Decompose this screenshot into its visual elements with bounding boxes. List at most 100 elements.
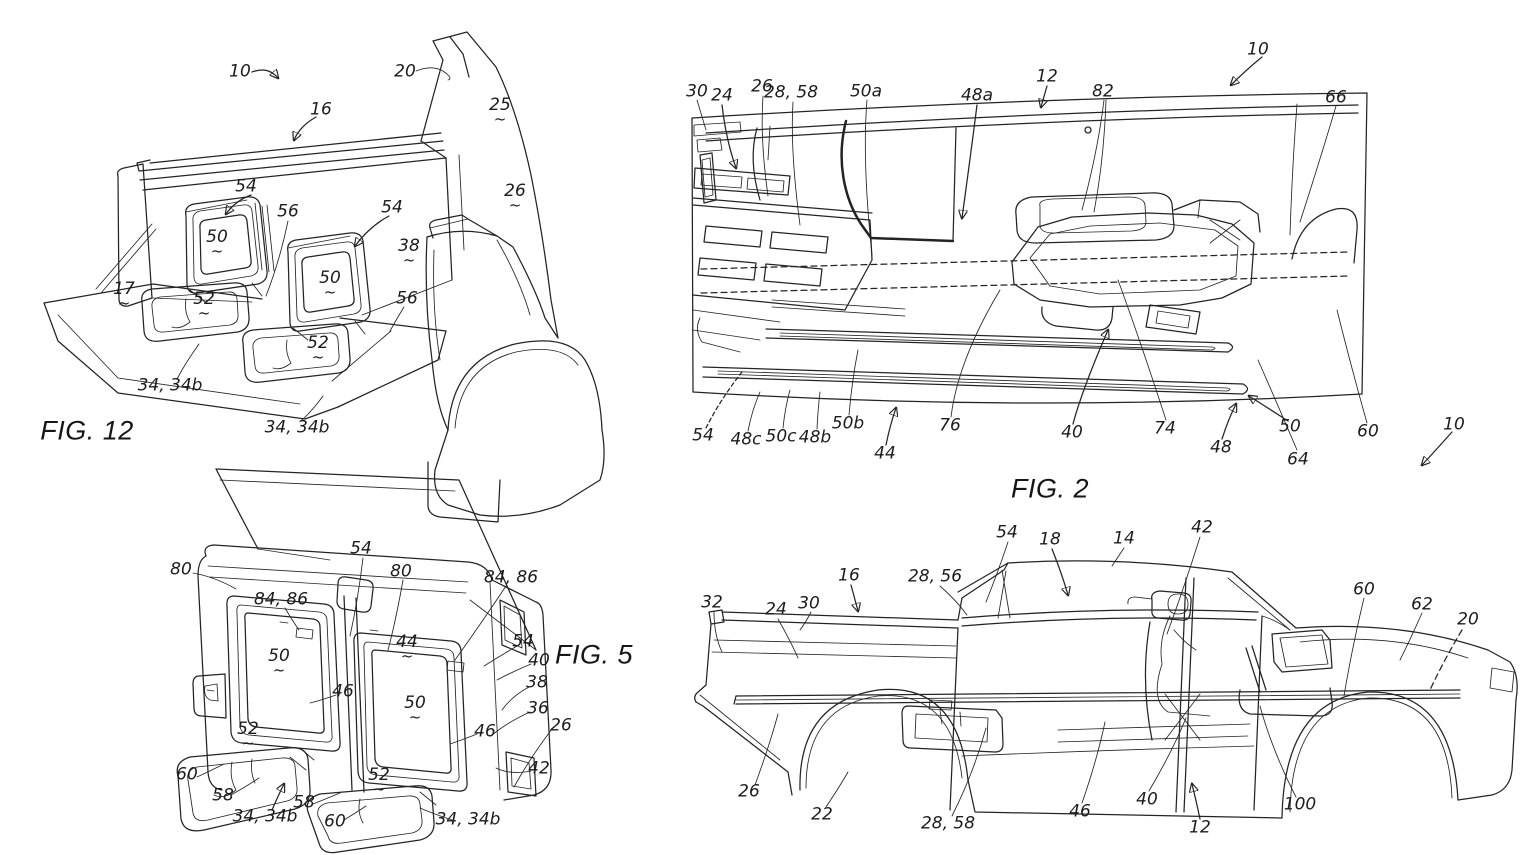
ref-numeral-fig2-26: 26 — [751, 76, 773, 97]
ref-numeral-fig5-36: 36 — [527, 698, 549, 719]
ref-numeral-fig1-side-view-62: 62 — [1411, 594, 1433, 615]
ref-numeral-fig5-46: 46 — [474, 721, 496, 742]
ref-numeral-fig1-side-view-16: 16 — [838, 565, 860, 586]
ref-numeral-fig1-side-view-32: 32 — [701, 592, 723, 613]
ref-numeral-fig5-54: 54 — [512, 631, 534, 652]
ref-numeral-fig1-side-view-20: 20 — [1457, 609, 1479, 630]
ref-numeral-fig12-52: 52~ — [307, 332, 329, 366]
ref-numeral-fig5-54: 54 — [350, 538, 372, 559]
ref-numeral-fig2-76: 76 — [939, 415, 961, 436]
ref-numeral-fig2-40: 40 — [1061, 422, 1083, 443]
surface-squiggle-mark: ~ — [117, 293, 131, 312]
surface-squiggle-mark: ~ — [197, 303, 211, 322]
ref-numeral-fig2-50c: 50c — [765, 426, 797, 447]
ref-numeral-fig1-side-view-100: 100 — [1283, 794, 1317, 815]
ref-numeral-fig5-42: 42 — [528, 758, 550, 779]
ref-numeral-fig5-52: 52~ — [237, 718, 259, 752]
ref-numeral-fig1-side-view-30: 30 — [798, 593, 820, 614]
ref-numeral-fig5-44: 44~ — [396, 631, 418, 665]
ref-numeral-fig5-80: 80 — [390, 561, 412, 582]
ref-numeral-fig5-50: 50~ — [404, 692, 426, 726]
ref-numeral-fig5-84-86: 84, 86 — [483, 567, 539, 588]
ref-numeral-fig5-50: 50~ — [268, 645, 290, 679]
ref-numeral-fig2-28-58: 28, 58 — [763, 82, 819, 103]
ref-numeral-fig5-38: 38 — [526, 672, 548, 693]
ref-numeral-fig2-64: 64 — [1287, 449, 1309, 470]
ref-numeral-fig2-66: 66 — [1325, 87, 1347, 108]
ref-numeral-fig2-48b: 48b — [798, 427, 832, 448]
ref-numeral-fig2-82: 82 — [1092, 81, 1114, 102]
ref-numeral-fig12-17: 17~ — [113, 278, 135, 312]
ref-numeral-fig5-46: 46 — [332, 681, 354, 702]
ref-numeral-fig2-54: 54 — [692, 425, 714, 446]
ref-numeral-fig12-16: 16 — [310, 99, 332, 120]
ref-numeral-fig1-side-view-18: 18 — [1039, 529, 1061, 550]
ref-numeral-fig2-12: 12 — [1036, 66, 1058, 87]
surface-squiggle-mark: ~ — [493, 109, 507, 128]
ref-numeral-fig2-44: 44 — [874, 443, 896, 464]
surface-squiggle-mark: ~ — [272, 660, 286, 679]
ref-numeral-fig5-26: 26 — [550, 715, 572, 736]
surface-squiggle-mark: ~ — [241, 733, 255, 752]
ref-numeral-fig12-56: 56 — [396, 288, 418, 309]
ref-numeral-fig5-34-34b: 34, 34b — [232, 806, 298, 827]
ref-numeral-fig2-24: 24 — [711, 85, 733, 106]
ref-numeral-fig12-52: 52~ — [193, 288, 215, 322]
ref-numeral-fig1-side-view-42: 42 — [1191, 517, 1213, 538]
surface-squiggle-mark: ~ — [311, 347, 325, 366]
ref-numeral-fig1-side-view-40: 40 — [1136, 789, 1158, 810]
ref-numeral-fig12-34-34b: 34, 34b — [264, 417, 330, 438]
ref-numeral-fig2-60: 60 — [1357, 421, 1379, 442]
fig2-line-art — [691, 56, 1453, 465]
ref-numeral-fig1-side-view-14: 14 — [1113, 528, 1135, 549]
fig1-line-art — [694, 536, 1518, 820]
fig5-line-art — [176, 468, 553, 854]
ref-numeral-fig1-side-view-60: 60 — [1353, 579, 1375, 600]
ref-numeral-fig5-80: 80 — [170, 559, 192, 580]
ref-numeral-fig5-84-86: 84, 86 — [253, 589, 309, 610]
ref-numeral-fig2-10: 10 — [1443, 414, 1465, 435]
ref-numeral-fig1-side-view-28-56: 28, 56 — [907, 566, 963, 587]
ref-numeral-fig2-10: 10 — [1247, 39, 1269, 60]
ref-numeral-fig5-40: 40 — [528, 650, 550, 671]
fig12-line-art — [43, 31, 605, 523]
ref-numeral-fig5-58: 58 — [293, 792, 315, 813]
ref-numeral-fig5-60: 60 — [324, 811, 346, 832]
ref-numeral-fig2-48a: 48a — [960, 85, 994, 106]
ref-numeral-fig12-56: 56 — [277, 201, 299, 222]
ref-numeral-fig5-60: 60 — [176, 764, 198, 785]
surface-squiggle-mark: ~ — [508, 195, 522, 214]
ref-numeral-fig12-34-34b: 34, 34b — [137, 375, 203, 396]
ref-numeral-fig2-50: 50 — [1279, 416, 1301, 437]
ref-numeral-fig1-side-view-46: 46 — [1069, 801, 1091, 822]
ref-numeral-fig1-side-view-12: 12 — [1189, 817, 1211, 838]
figure-caption-fig12: FIG. 12 — [40, 415, 134, 446]
ref-numeral-fig1-side-view-28-58: 28, 58 — [920, 813, 976, 834]
ref-numeral-fig1-side-view-24: 24 — [765, 599, 787, 620]
ref-numeral-fig12-38: 38~ — [398, 235, 420, 269]
ref-numeral-fig2-50b: 50b — [831, 413, 865, 434]
ref-numeral-fig12-50: 50~ — [319, 267, 341, 301]
ref-numeral-fig2-48: 48 — [1210, 437, 1232, 458]
surface-squiggle-mark: ~ — [323, 282, 337, 301]
surface-squiggle-mark: ~ — [402, 250, 416, 269]
surface-squiggle-mark: ~ — [372, 779, 386, 798]
ref-numeral-fig12-26: 26~ — [504, 180, 526, 214]
ref-numeral-fig2-50a: 50a — [849, 81, 883, 102]
figure-caption-fig5: FIG. 5 — [554, 639, 634, 670]
ref-numeral-fig12-20: 20 — [394, 61, 416, 82]
surface-squiggle-mark: ~ — [408, 707, 422, 726]
ref-numeral-fig5-58: 58 — [212, 785, 234, 806]
ref-numeral-fig2-74: 74 — [1154, 418, 1176, 439]
ref-numeral-fig2-30: 30 — [686, 81, 708, 102]
surface-squiggle-mark: ~ — [210, 241, 224, 260]
figure-caption-fig2: FIG. 2 — [1010, 473, 1090, 504]
ref-numeral-fig12-25: 25~ — [489, 94, 511, 128]
ref-numeral-fig5-52: 52~ — [368, 764, 390, 798]
ref-numeral-fig2-48c: 48c — [730, 429, 762, 450]
ref-numeral-fig12-54: 54 — [235, 176, 257, 197]
ref-numeral-fig1-side-view-26: 26 — [738, 781, 760, 802]
